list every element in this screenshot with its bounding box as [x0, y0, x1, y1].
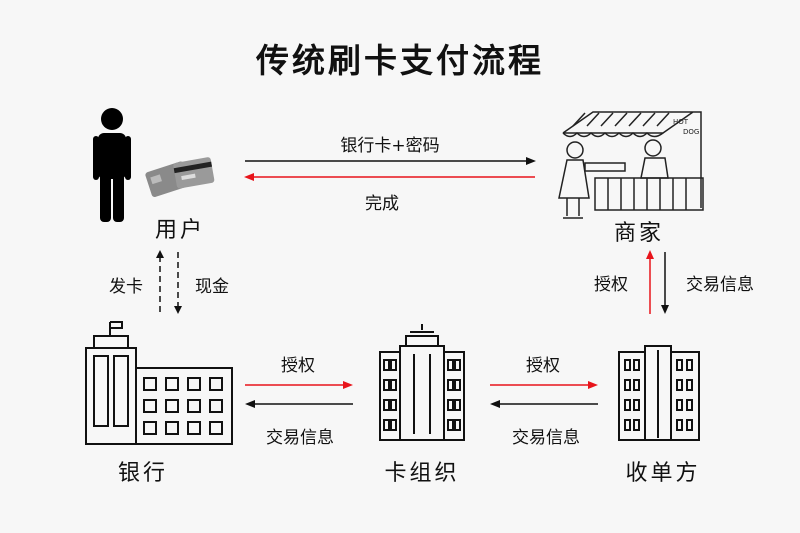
merchant-hotdog-stand-icon: HOT DOG: [558, 111, 704, 219]
edge-label-authorize: 授权: [594, 275, 628, 295]
node-user-label: 用户: [154, 218, 206, 243]
edge-label-transaction-info: 交易信息: [512, 428, 580, 448]
arrow-head-right-icon: [588, 381, 598, 389]
edge-label-transaction-info: 交易信息: [266, 428, 334, 448]
arrow-head-up-icon: [646, 250, 654, 259]
node-bank-label: 银行: [117, 461, 169, 486]
acquirer-building-icon: [618, 345, 700, 441]
svg-text:HOT: HOT: [673, 118, 689, 126]
edge-label-cash: 现金: [195, 277, 229, 297]
card-organization-building-icon: [379, 324, 465, 441]
arrow-head-right-icon: [343, 381, 353, 389]
arrow-head-right-icon: [526, 157, 536, 165]
node-merchant-label: 商家: [613, 221, 665, 246]
edge-label-authorize: 授权: [281, 356, 315, 376]
edge-label-card-password: 银行卡+密码: [340, 136, 440, 156]
arrow-head-down-icon: [661, 305, 669, 314]
node-card-org-label: 卡组织: [384, 461, 460, 486]
merchant-acquirer-arrows: [646, 250, 669, 314]
edge-label-complete: 完成: [365, 194, 399, 214]
user-bank-dashed-arrows: [156, 250, 182, 314]
arrow-head-left-icon: [245, 400, 255, 408]
org-acquirer-arrows: [490, 381, 598, 408]
bank-cards-icon: [145, 157, 215, 197]
edge-label-transaction-info: 交易信息: [686, 275, 754, 295]
arrow-head-left-icon: [244, 173, 254, 181]
bank-org-arrows: [245, 381, 353, 408]
arrow-head-down-icon: [174, 306, 182, 314]
svg-text:DOG: DOG: [683, 128, 699, 136]
diagram-title: 传统刷卡支付流程: [256, 41, 544, 80]
arrow-head-left-icon: [490, 400, 500, 408]
user-merchant-arrows: [244, 157, 536, 181]
edge-label-issue-card: 发卡: [109, 277, 143, 297]
arrow-head-up-icon: [156, 250, 164, 258]
bank-building-icon: [85, 321, 233, 445]
node-acquirer-label: 收单方: [625, 461, 701, 486]
edge-label-authorize: 授权: [526, 356, 560, 376]
user-person-icon: [93, 108, 131, 222]
